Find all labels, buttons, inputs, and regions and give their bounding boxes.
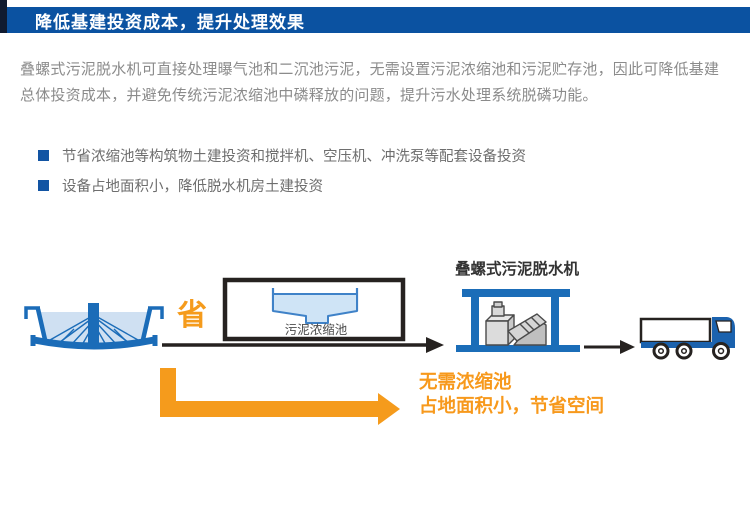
save-label: 省 [177,299,207,332]
bullet-label: 设备占地面积小，降低脱水机房土建投资 [62,178,323,195]
square-bullet-icon [38,179,49,191]
bullet-label: 节省浓缩池等构筑物土建投资和搅拌机、空压机、冲洗泵等配套设备投资 [62,148,526,165]
scraper-truss-lines [49,314,139,346]
clarifier-tank-illustration [24,303,164,350]
flow-arrow-2 [584,340,635,354]
intro-paragraph: 叠螺式污泥脱水机可直接处理曝气池和二沉池污泥，无需设置污泥浓缩池和污泥贮存池，因… [20,61,720,104]
square-bullet-icon [38,149,49,161]
benefit-line-2: 占地面积小，节省空间 [419,395,604,416]
header-ribbon: 降低基建投资成本，提升处理效果 [7,7,750,33]
truck-wheels [652,342,730,360]
process-flow-diagram: 省 污泥浓缩池 叠螺式污泥脱水机 [24,259,735,425]
flow-arrow-1 [162,337,444,353]
thickener-label: 污泥浓缩池 [285,322,348,337]
benefit-line-1: 无需浓缩池 [419,371,512,392]
header-ribbon-fold [0,0,7,33]
machine-label: 叠螺式污泥脱水机 [455,259,580,278]
thickener-tank-icon [272,293,358,324]
benefit-bullet-1: 节省浓缩池等构筑物土建投资和搅拌机、空压机、冲洗泵等配套设备投资 [38,145,526,165]
thickener-box: 污泥浓缩池 [222,277,406,342]
page-title: 降低基建投资成本，提升处理效果 [35,12,305,32]
dewatering-machine-illustration [456,289,580,352]
screw-press-icon [485,301,547,346]
bypass-orange-arrow [160,368,400,425]
benefit-bullet-2: 设备占地面积小，降低脱水机房土建投资 [38,175,323,195]
benefit-text: 无需浓缩池 占地面积小，节省空间 [419,371,604,416]
truck-illustration [639,317,735,360]
